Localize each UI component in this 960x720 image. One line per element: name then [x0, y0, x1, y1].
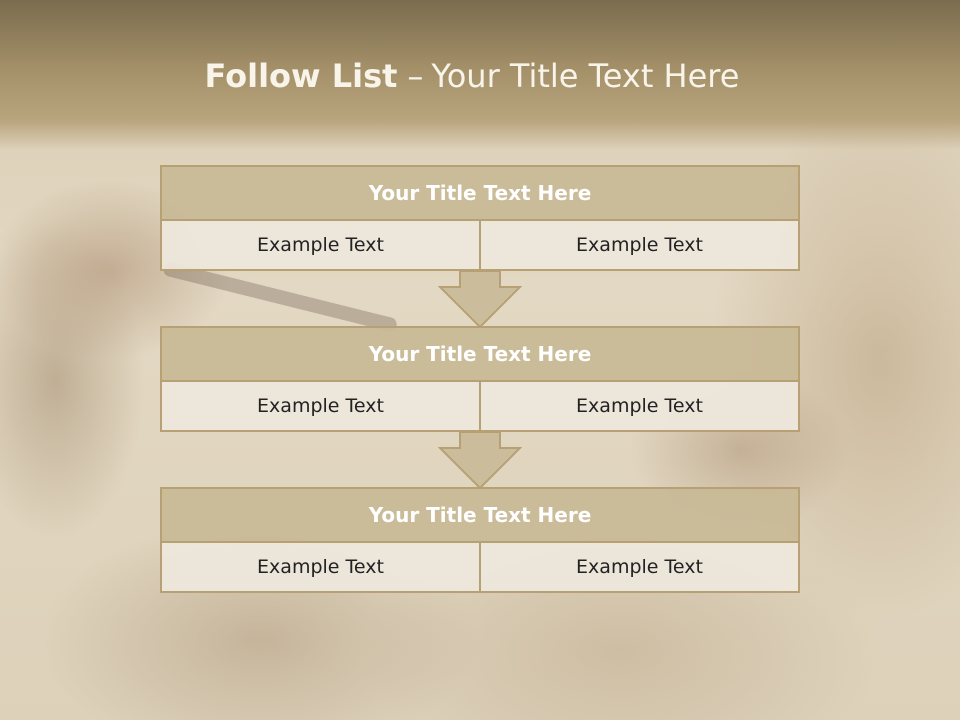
block-row: Example Text Example Text: [160, 382, 800, 432]
block-cell-left: Example Text: [257, 395, 384, 417]
down-arrow-icon: [438, 432, 522, 490]
block-cell-left: Example Text: [257, 234, 384, 256]
block-cell-right: Example Text: [479, 221, 798, 269]
list-block-2: Your Title Text Here Example Text Exampl…: [160, 326, 800, 432]
list-block-3: Your Title Text Here Example Text Exampl…: [160, 487, 800, 593]
block-row: Example Text Example Text: [160, 543, 800, 593]
block-cell-left: Example Text: [257, 556, 384, 578]
header-band: [0, 0, 960, 150]
list-block-1: Your Title Text Here Example Text Exampl…: [160, 165, 800, 271]
block-title: Your Title Text Here: [160, 326, 800, 382]
block-cell-right: Example Text: [479, 543, 798, 591]
page-title: Follow List–Your Title Text Here: [0, 52, 944, 100]
page-title-separator: –: [407, 57, 424, 95]
block-title: Your Title Text Here: [160, 487, 800, 543]
block-cell-right: Example Text: [479, 382, 798, 430]
down-arrow-icon: [438, 271, 522, 329]
page-title-bold: Follow List: [204, 57, 398, 95]
block-row: Example Text Example Text: [160, 221, 800, 271]
block-title: Your Title Text Here: [160, 165, 800, 221]
page-title-rest: Your Title Text Here: [431, 57, 740, 95]
